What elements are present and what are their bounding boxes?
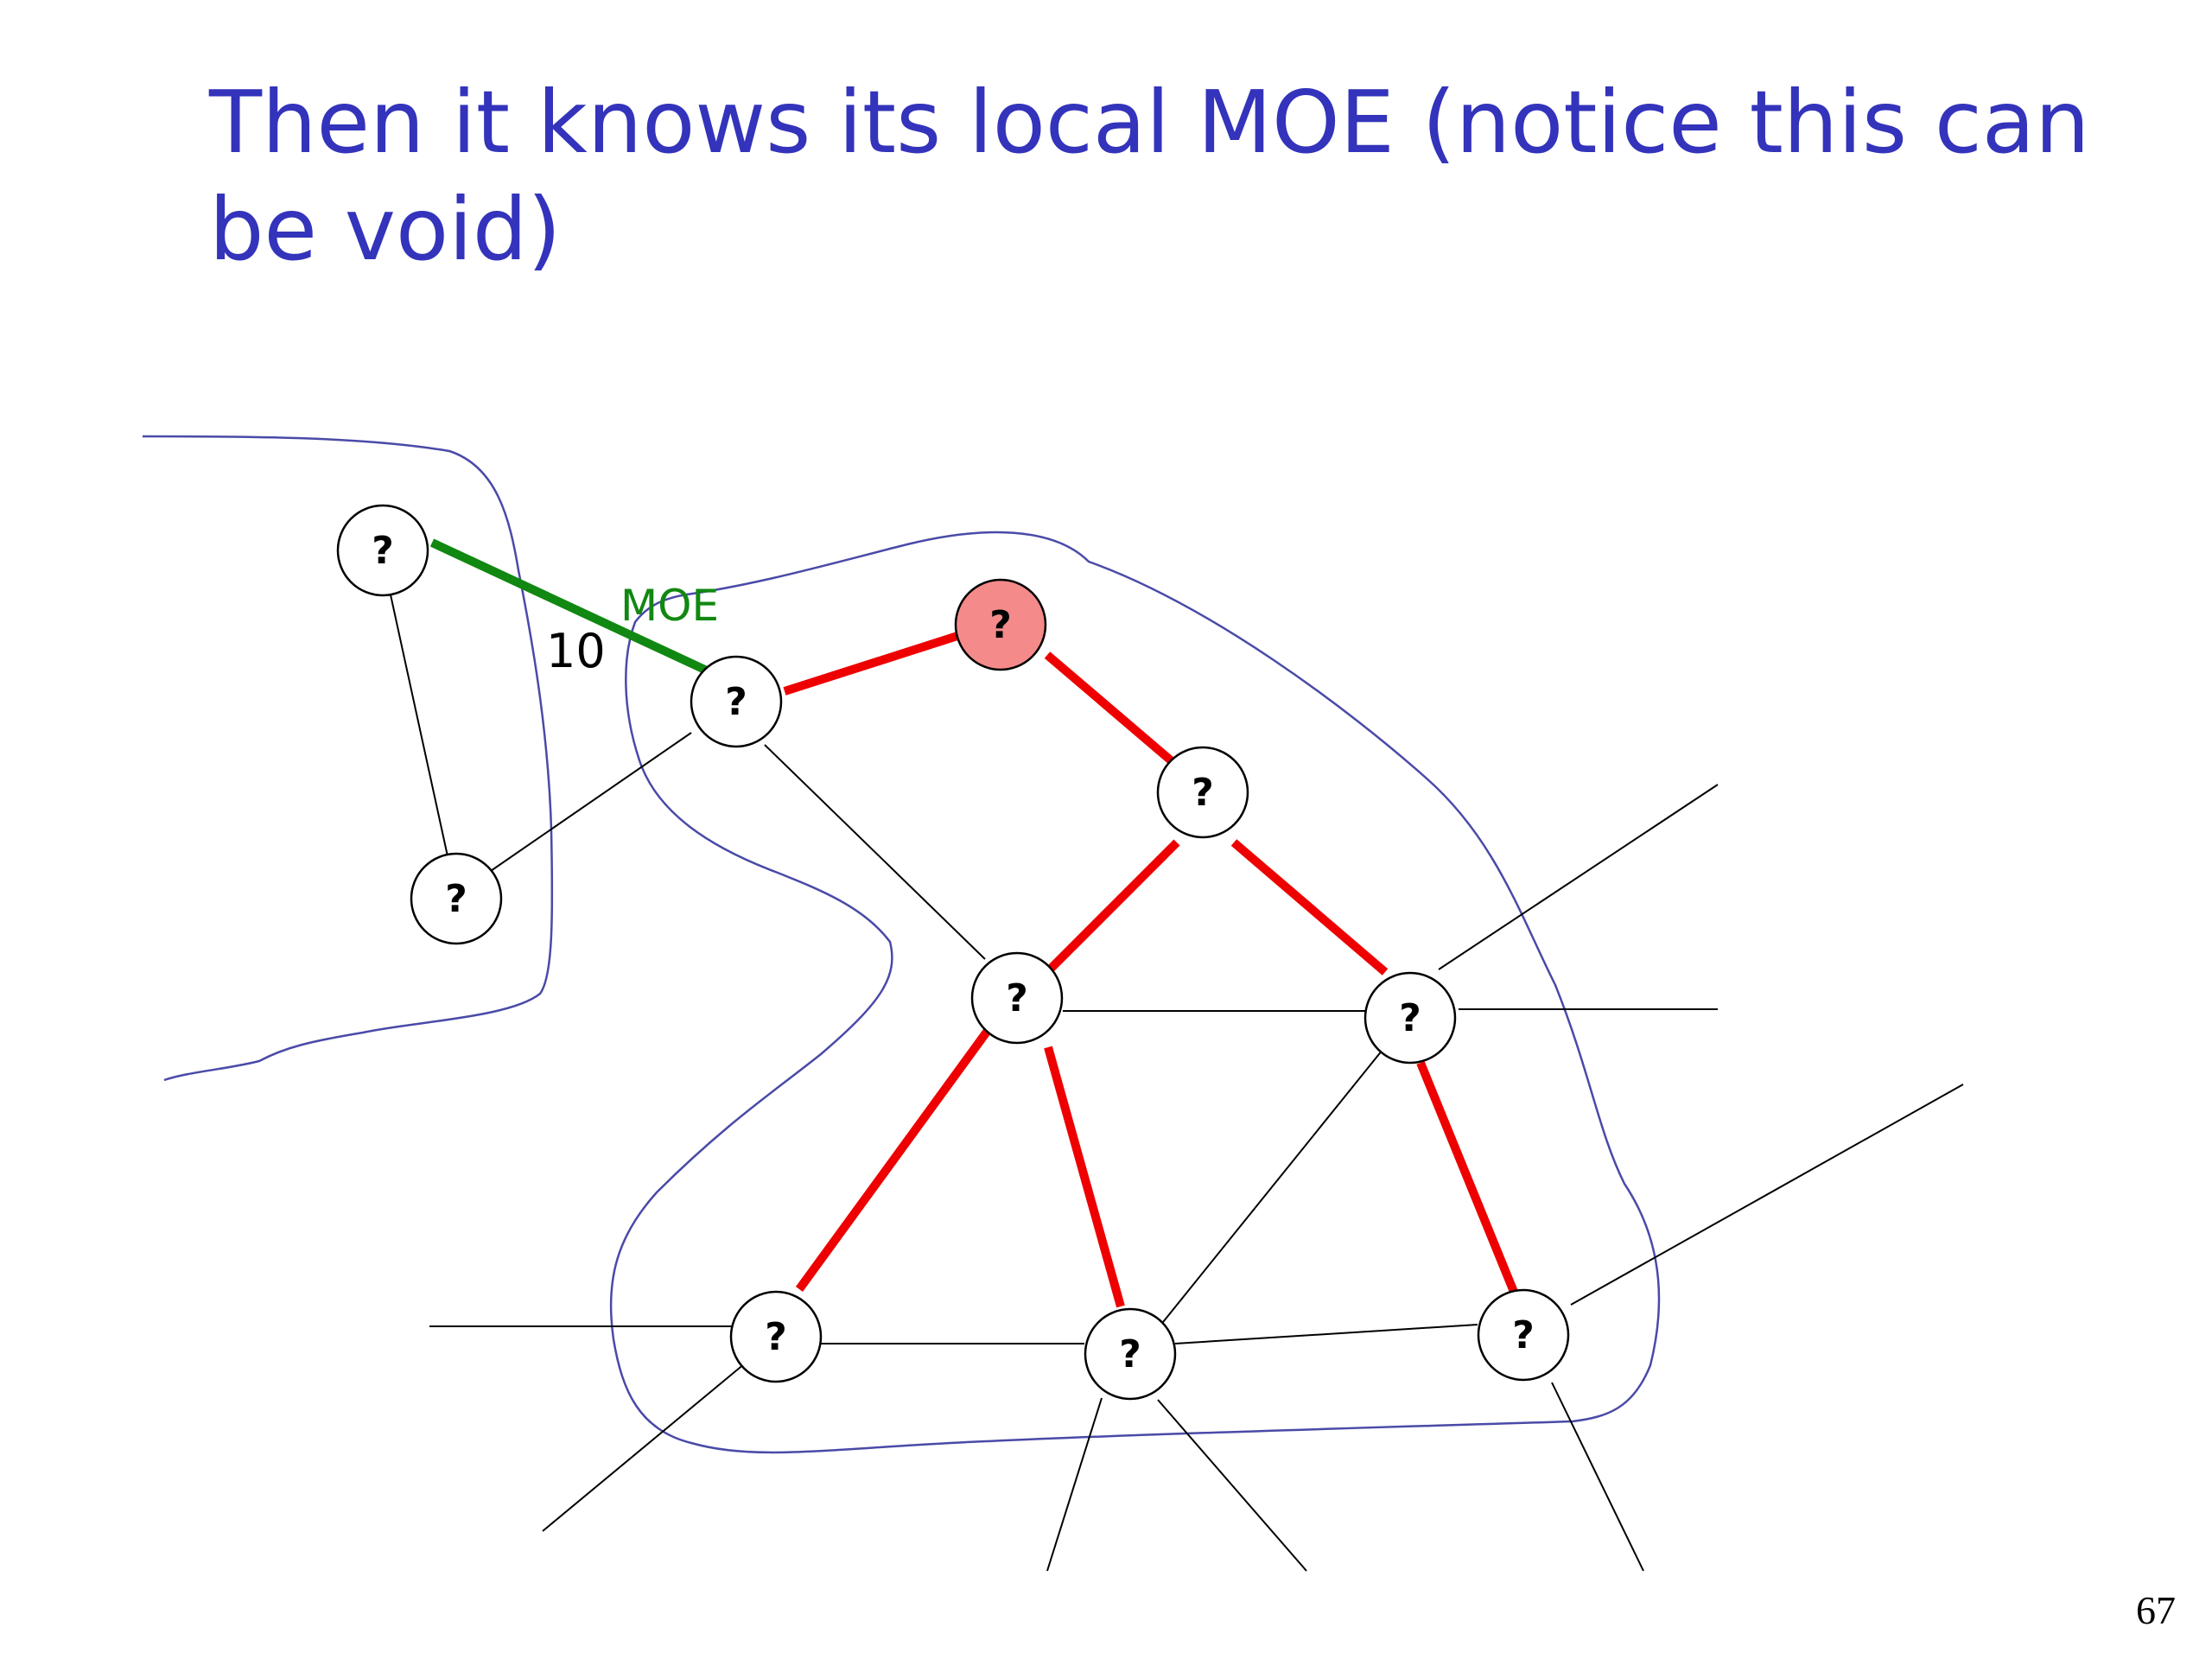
node-glyph: ? <box>372 529 394 573</box>
edge-h-out-1 <box>1046 1397 1103 1572</box>
node-f: ? <box>1363 971 1457 1065</box>
node-d: ? <box>1156 746 1249 839</box>
node-root: ? <box>954 578 1047 671</box>
edge-f-out-1 <box>1438 784 1719 970</box>
plain-edges <box>386 578 1964 1572</box>
slide-title: Then it knows its local MOE (notice this… <box>209 72 2090 280</box>
edge-h-i <box>1174 1324 1478 1344</box>
node-glyph: ? <box>989 603 1012 647</box>
node-e: ? <box>970 951 1064 1045</box>
edge-c-e <box>764 744 986 960</box>
tree-edge-e-g <box>795 1026 994 1292</box>
node-glyph: ? <box>1512 1313 1535 1357</box>
tree-edge-f-i <box>1416 1061 1518 1294</box>
node-glyph: ? <box>445 877 467 921</box>
edge-h-out-2 <box>1157 1399 1307 1572</box>
tree-edge-c-root <box>783 632 959 696</box>
page-number: 67 <box>2136 1588 2176 1632</box>
moe-label: MOE <box>620 581 719 631</box>
edge-f-h <box>1155 1049 1383 1332</box>
node-i: ? <box>1477 1288 1570 1382</box>
edge-i-out-1 <box>1570 1084 1964 1306</box>
tree-edges <box>783 632 1518 1308</box>
edge-i-out-2 <box>1551 1382 1644 1572</box>
node-b: ? <box>410 852 503 945</box>
edge-weight-label: 10 <box>546 624 606 678</box>
moe-edge <box>429 538 711 676</box>
node-glyph: ? <box>1399 996 1421 1040</box>
node-c: ? <box>690 655 783 748</box>
right-fragment-boundary <box>609 531 1661 1454</box>
tree-edge-d-e <box>1046 839 1180 973</box>
tree-edge-d-f <box>1230 839 1389 976</box>
node-glyph: ? <box>1192 771 1214 815</box>
left-fragment-boundary <box>142 435 554 1082</box>
node-glyph: ? <box>725 680 747 724</box>
node-h: ? <box>1084 1307 1177 1401</box>
node-glyph: ? <box>1006 976 1028 1020</box>
edge-a-b <box>386 578 450 865</box>
node-a: ? <box>336 504 429 597</box>
node-glyph: ? <box>765 1315 787 1359</box>
node-glyph: ? <box>1119 1332 1141 1376</box>
node-g: ? <box>729 1290 823 1383</box>
tree-edge-e-h <box>1044 1046 1125 1308</box>
tree-edge-root-d <box>1044 652 1180 769</box>
edge-b-c <box>487 732 692 874</box>
edge-g-out-2 <box>542 1363 746 1532</box>
